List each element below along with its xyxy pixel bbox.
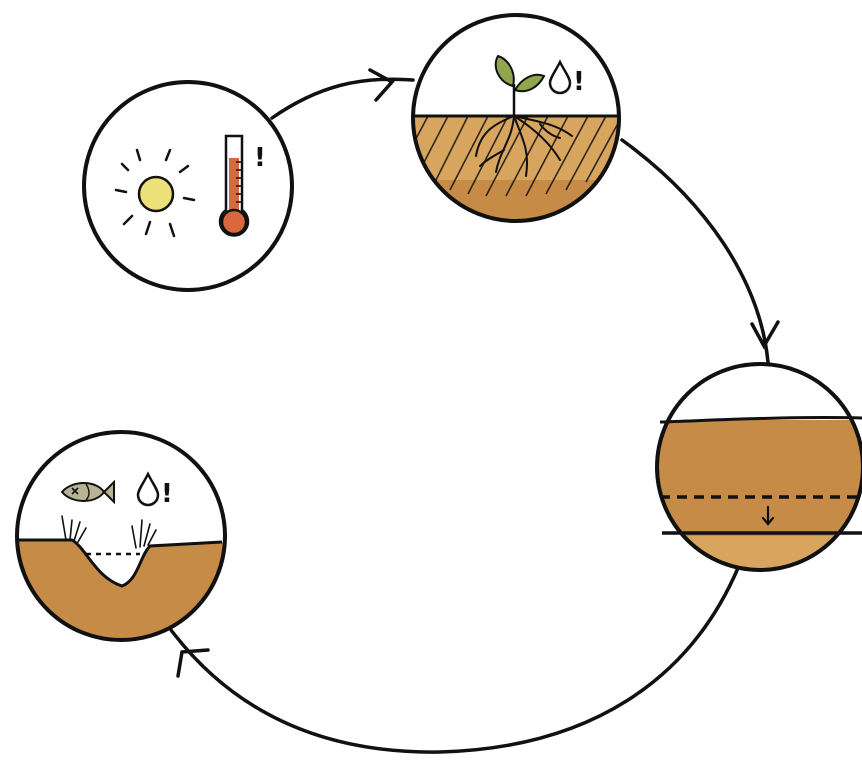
cycle-arrows [166,68,780,754]
down-arrow-icon [761,505,775,526]
sun-icon [114,148,196,238]
arc-heat-to-roots [270,77,415,120]
roots-icon [475,115,573,177]
dead-fish-icon [60,479,115,505]
arrowhead-ground-to-stream [176,648,210,678]
stage-stream-loss: ! [15,430,227,642]
arc-ground-to-stream [166,566,740,754]
stage-drought-roots: ! [411,13,621,223]
grass-icon [61,515,157,549]
stage-heat: ! [82,80,294,292]
exclamation-mark-heat: ! [254,143,266,173]
arrowhead-roots-to-ground [750,320,780,350]
thermometer-mercury [229,158,239,218]
water-drop-icon [548,59,572,95]
exclamation-mark-drought: ! [573,67,585,97]
sun-disc [137,175,175,213]
arc-roots-to-ground [620,138,770,364]
seedling-leaf-right [513,73,546,93]
arrowhead-heat-to-roots [368,68,395,102]
seedling-icon [494,54,546,116]
seedling-leaf-left [494,54,515,88]
exclamation-mark-stream: ! [161,479,173,509]
water-drop-icon [136,471,160,507]
stage-groundwater-drop [655,362,862,572]
thermometer-icon [218,134,250,237]
